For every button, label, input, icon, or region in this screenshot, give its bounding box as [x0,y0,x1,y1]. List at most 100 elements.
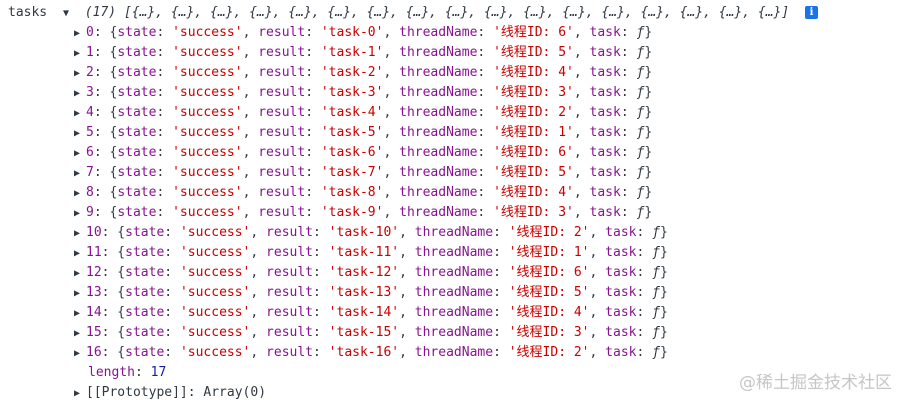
thread-name-value: '线程ID: 5' [508,285,590,300]
collapsed-arrow-icon[interactable]: ▶ [74,208,81,219]
result-value: 'task-1' [320,45,384,60]
state-value: 'success' [172,145,243,160]
array-item-row[interactable]: ▶11: {state: 'success', result: 'task-11… [74,243,668,263]
state-value: 'success' [172,205,243,220]
result-key: result [266,265,314,280]
function-icon: ƒ [636,185,645,200]
array-item-row[interactable]: ▶0: {state: 'success', result: 'task-0',… [74,23,652,43]
collapsed-arrow-icon[interactable]: ▶ [74,248,81,259]
task-key: task [605,285,637,300]
thread-name-key: threadName [399,125,478,140]
array-item-row[interactable]: ▶1: {state: 'success', result: 'task-1',… [74,43,652,63]
result-value: 'task-4' [320,105,384,120]
collapsed-arrow-icon[interactable]: ▶ [74,128,81,139]
result-key: result [258,25,306,40]
array-item-row[interactable]: ▶9: {state: 'success', result: 'task-9',… [74,203,652,223]
array-item-row[interactable]: ▶5: {state: 'success', result: 'task-5',… [74,123,652,143]
state-value: 'success' [172,65,243,80]
info-icon[interactable]: i [805,6,819,19]
result-key: result [258,105,306,120]
thread-name-value: '线程ID: 1' [508,245,590,260]
task-key: task [605,325,637,340]
collapsed-arrow-icon[interactable]: ▶ [74,348,81,359]
item-index: 1 [86,45,94,60]
result-value: 'task-15' [328,325,400,340]
thread-name-value: '线程ID: 4' [493,185,574,200]
expand-arrow-icon[interactable]: ▼ [62,8,69,19]
result-value: 'task-7' [320,165,384,180]
length-key: length [88,365,135,380]
task-key: task [589,205,621,220]
item-index: 6 [86,145,94,160]
array-item-row[interactable]: ▶7: {state: 'success', result: 'task-7',… [74,163,652,183]
state-key: state [117,65,157,80]
collapsed-arrow-icon[interactable]: ▶ [74,268,81,279]
array-item-row[interactable]: ▶8: {state: 'success', result: 'task-8',… [74,183,652,203]
item-index: 4 [86,105,94,120]
collapsed-arrow-icon[interactable]: ▶ [74,388,81,399]
collapsed-arrow-icon[interactable]: ▶ [74,328,81,339]
function-icon: ƒ [652,265,660,280]
array-item-row[interactable]: ▶2: {state: 'success', result: 'task-2',… [74,63,652,83]
task-key: task [589,45,621,60]
array-item-row[interactable]: ▶6: {state: 'success', result: 'task-6',… [74,143,652,163]
thread-name-key: threadName [414,265,494,280]
thread-name-key: threadName [399,25,478,40]
item-index: 5 [86,125,94,140]
array-item-row[interactable]: ▶15: {state: 'success', result: 'task-15… [74,323,668,343]
array-item-row[interactable]: ▶3: {state: 'success', result: 'task-3',… [74,83,652,103]
result-value: 'task-3' [320,85,384,100]
state-key: state [125,345,165,360]
collapsed-arrow-icon[interactable]: ▶ [74,188,81,199]
array-item-row[interactable]: ▶13: {state: 'success', result: 'task-13… [74,283,668,303]
state-key: state [117,25,157,40]
state-value: 'success' [172,105,243,120]
state-value: 'success' [172,45,243,60]
array-item-row[interactable]: ▶4: {state: 'success', result: 'task-4',… [74,103,652,123]
collapsed-arrow-icon[interactable]: ▶ [74,308,81,319]
collapsed-arrow-icon[interactable]: ▶ [74,228,81,239]
array-item-row[interactable]: ▶12: {state: 'success', result: 'task-12… [74,263,668,283]
prototype-row[interactable]: ▶[[Prototype]]: Array(0) [74,383,266,403]
state-value: 'success' [179,285,251,300]
collapsed-arrow-icon[interactable]: ▶ [74,88,81,99]
collapsed-arrow-icon[interactable]: ▶ [74,168,81,179]
state-key: state [117,105,157,120]
array-item-row[interactable]: ▶14: {state: 'success', result: 'task-14… [74,303,668,323]
thread-name-value: '线程ID: 2' [508,345,590,360]
collapsed-arrow-icon[interactable]: ▶ [74,108,81,119]
thread-name-key: threadName [414,285,494,300]
thread-name-key: threadName [399,85,478,100]
thread-name-key: threadName [399,205,478,220]
result-value: 'task-10' [328,225,400,240]
item-index: 14 [86,305,102,320]
collapsed-arrow-icon[interactable]: ▶ [74,48,81,59]
state-value: 'success' [172,125,243,140]
item-index: 7 [86,165,94,180]
item-index: 11 [86,245,102,260]
watermark: @稀土掘金技术社区 [739,373,892,393]
thread-name-key: threadName [399,65,478,80]
state-key: state [117,185,157,200]
collapsed-arrow-icon[interactable]: ▶ [74,288,81,299]
thread-name-value: '线程ID: 5' [493,45,574,60]
array-item-row[interactable]: ▶10: {state: 'success', result: 'task-10… [74,223,668,243]
item-index: 16 [86,345,102,360]
function-icon: ƒ [636,205,645,220]
item-index: 8 [86,185,94,200]
task-key: task [589,165,621,180]
collapsed-arrow-icon[interactable]: ▶ [74,148,81,159]
array-item-row[interactable]: ▶16: {state: 'success', result: 'task-16… [74,343,668,363]
thread-name-value: '线程ID: 5' [493,165,574,180]
length-property: length: 17 [88,365,167,380]
thread-name-key: threadName [414,305,494,320]
result-key: result [258,165,306,180]
state-value: 'success' [179,305,251,320]
collapsed-arrow-icon[interactable]: ▶ [74,68,81,79]
function-icon: ƒ [652,285,660,300]
thread-name-key: threadName [399,165,478,180]
tasks-header[interactable]: tasks ▼ (17) [{…}, {…}, {…}, {…}, {…}, {… [8,3,819,23]
task-key: task [605,225,637,240]
collapsed-arrow-icon[interactable]: ▶ [74,28,81,39]
